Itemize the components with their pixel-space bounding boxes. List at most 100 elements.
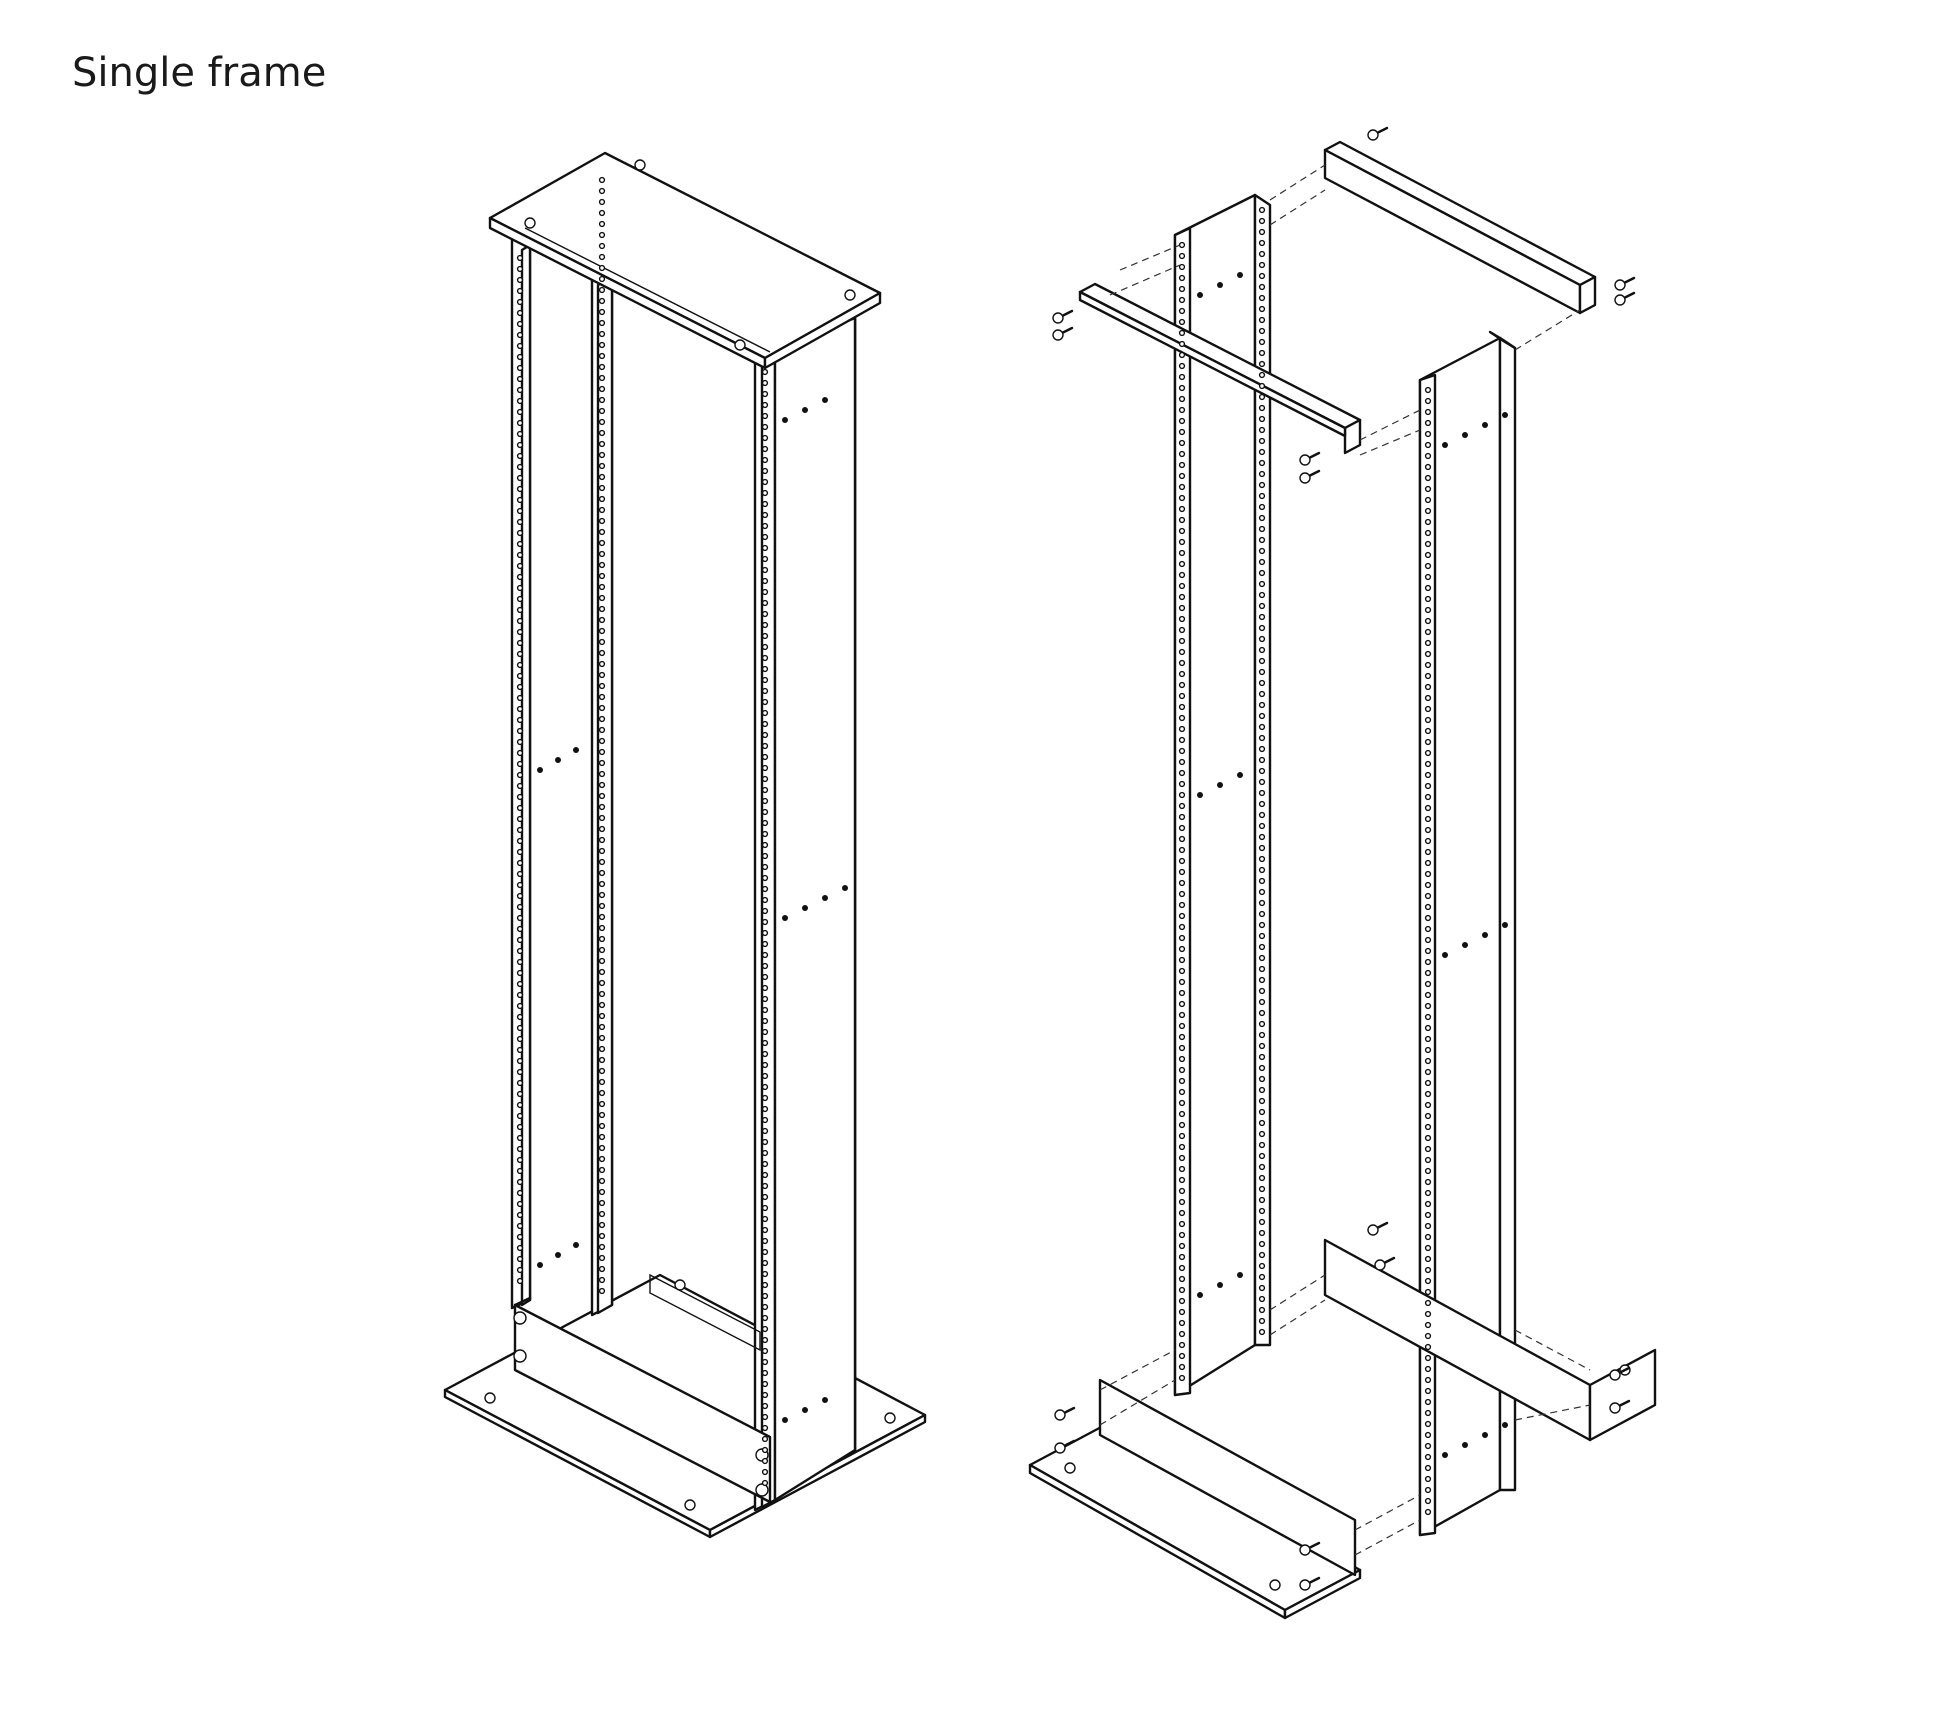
rail-hole (516, 617, 524, 625)
rail-hole (1258, 1042, 1266, 1050)
rail-hole (1258, 1251, 1266, 1259)
rail-hole (516, 419, 524, 427)
rail-hole (1178, 1308, 1186, 1316)
rail-hole (1424, 1046, 1432, 1054)
rail-hole (761, 1325, 769, 1333)
rail-hole (516, 1079, 524, 1087)
rail-hole (1424, 1156, 1432, 1164)
rail-hole (516, 1211, 524, 1219)
rail-hole (761, 544, 769, 552)
rail-hole (1258, 1141, 1266, 1149)
rail-hole (598, 902, 606, 910)
rail-hole (1258, 338, 1266, 346)
rail-hole (1424, 661, 1432, 669)
rail-hole (761, 643, 769, 651)
rail-hole (516, 826, 524, 834)
rail-hole (761, 808, 769, 816)
rail-hole (516, 672, 524, 680)
rail-hole (1258, 767, 1266, 775)
rail-hole (1258, 1053, 1266, 1061)
rail-hole (516, 1057, 524, 1065)
rail-hole (761, 379, 769, 387)
rail-hole (1258, 822, 1266, 830)
rail-hole (1424, 925, 1432, 933)
rail-hole (516, 639, 524, 647)
rail-hole (1178, 1297, 1186, 1305)
rail-hole (1258, 800, 1266, 808)
rail-hole (516, 1024, 524, 1032)
rail-hole (516, 1123, 524, 1131)
rail-hole (516, 782, 524, 790)
rail-hole (516, 265, 524, 273)
rail-hole (1258, 415, 1266, 423)
rail-hole (1424, 1244, 1432, 1252)
rail-hole (598, 1254, 606, 1262)
rail-hole (761, 874, 769, 882)
rail-hole (1178, 439, 1186, 447)
rail-hole (598, 407, 606, 415)
rail-hole (761, 1094, 769, 1102)
rail-hole (1178, 1110, 1186, 1118)
rail-hole (598, 792, 606, 800)
rail-hole (761, 566, 769, 574)
rail-hole (1178, 1286, 1186, 1294)
rail-hole (1258, 668, 1266, 676)
screw (1299, 451, 1321, 466)
assembled-side-dots (537, 397, 848, 1423)
rail-hole (1258, 239, 1266, 247)
rail-hole (516, 1277, 524, 1285)
rail-hole (516, 1156, 524, 1164)
rail-hole (1424, 1310, 1432, 1318)
rail-hole (598, 429, 606, 437)
rail-hole (1258, 558, 1266, 566)
rail-hole (1424, 1211, 1432, 1219)
rail-hole (598, 297, 606, 305)
rail-hole (598, 671, 606, 679)
rail-hole (516, 353, 524, 361)
rail-hole (516, 386, 524, 394)
rail-hole (761, 1028, 769, 1036)
rail-hole (598, 935, 606, 943)
rail-hole (598, 1177, 606, 1185)
rail-hole (516, 1090, 524, 1098)
rail-hole (1178, 263, 1186, 271)
rail-hole (598, 858, 606, 866)
rail-hole (1178, 747, 1186, 755)
rail-hole (1424, 672, 1432, 680)
exploded-rail-holes (1178, 206, 1432, 1516)
rail-hole (598, 363, 606, 371)
rail-hole (1178, 813, 1186, 821)
rail-hole (1258, 261, 1266, 269)
exploded-left-upright (1173, 193, 1272, 1397)
rail-hole (1258, 393, 1266, 401)
rail-hole (1178, 934, 1186, 942)
rail-hole (761, 1138, 769, 1146)
rail-hole (1258, 481, 1266, 489)
rail-hole (1424, 1475, 1432, 1483)
screw (1299, 469, 1321, 484)
rail-hole (598, 451, 606, 459)
rail-hole (516, 628, 524, 636)
exploded-bottom-rear-base (1323, 1238, 1657, 1442)
rail-hole (1424, 1167, 1432, 1175)
rail-hole (761, 412, 769, 420)
rail-hole (1178, 384, 1186, 392)
screw (1052, 326, 1074, 341)
rail-hole (1424, 507, 1432, 515)
rail-hole (598, 473, 606, 481)
rail-hole (1424, 1442, 1432, 1450)
assembled-frame (443, 151, 927, 1539)
rail-hole (761, 1171, 769, 1179)
rail-hole (598, 253, 606, 261)
rail-hole (761, 995, 769, 1003)
rail-hole (1178, 956, 1186, 964)
rail-hole (598, 484, 606, 492)
rail-hole (1258, 206, 1266, 214)
rail-hole (1424, 650, 1432, 658)
rail-hole (1178, 736, 1186, 744)
rail-hole (1258, 833, 1266, 841)
rail-hole (1424, 914, 1432, 922)
rail-hole (761, 1413, 769, 1421)
rail-hole (1178, 274, 1186, 282)
